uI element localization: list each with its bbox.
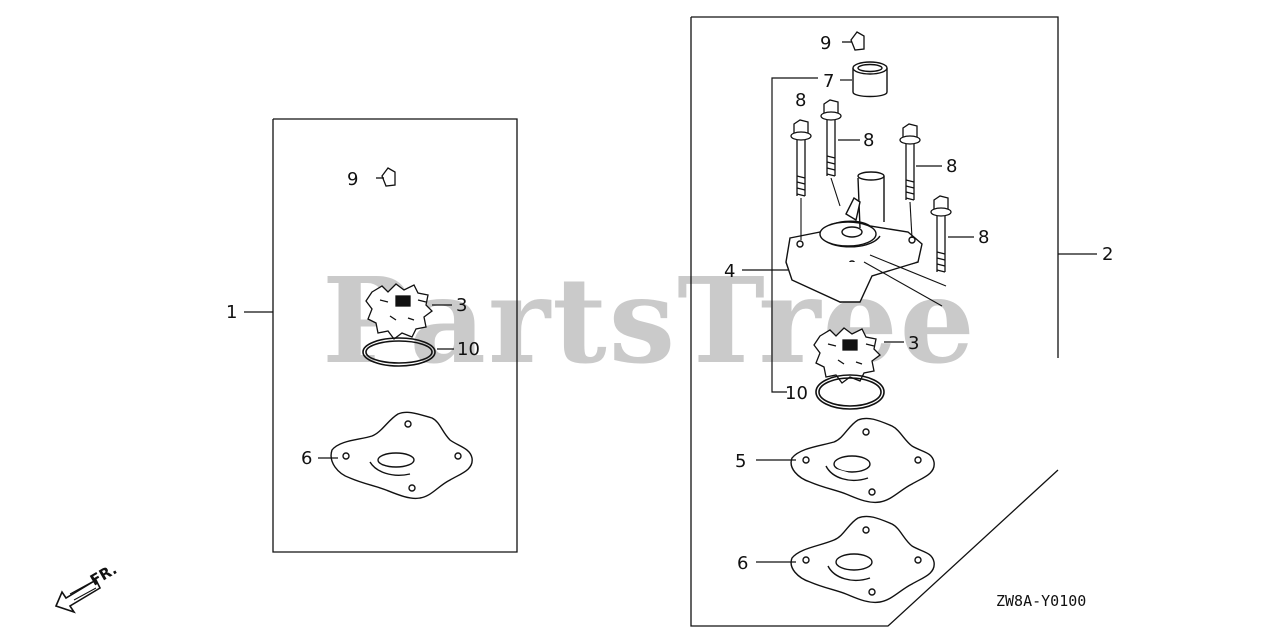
right-kit-frame-top <box>691 16 1059 358</box>
callout-8-d[interactable]: 8 <box>978 227 989 248</box>
callout-10-right[interactable]: 10 <box>785 383 808 404</box>
callout-5[interactable]: 5 <box>735 451 746 472</box>
diagram-code: ZW8A-Y0100 <box>996 592 1086 610</box>
bolt-c[interactable] <box>899 123 921 201</box>
callout-8-a[interactable]: 8 <box>795 90 806 111</box>
callout-6-right[interactable]: 6 <box>737 553 748 574</box>
housing-bolt-guides <box>800 177 947 307</box>
callout-8-c[interactable]: 8 <box>946 156 957 177</box>
o-ring-part-right[interactable] <box>815 374 885 410</box>
callout-9-left[interactable]: 9 <box>347 169 358 190</box>
bolt-d[interactable] <box>930 195 952 273</box>
left-kit-group <box>244 118 518 553</box>
impeller-part-right[interactable] <box>813 327 881 384</box>
pump-housing-part[interactable] <box>785 171 923 303</box>
gasket-part-lower[interactable] <box>790 515 935 604</box>
callout-1[interactable]: 1 <box>226 302 237 323</box>
callout-2[interactable]: 2 <box>1102 244 1113 265</box>
impeller-part-left[interactable] <box>365 283 433 340</box>
o-ring-part-left[interactable] <box>362 337 436 367</box>
right-kit-group <box>690 16 1097 627</box>
bolt-b[interactable] <box>820 99 842 177</box>
gasket-part-upper[interactable] <box>790 417 935 504</box>
callout-10-left[interactable]: 10 <box>457 339 480 360</box>
callout-8-b[interactable]: 8 <box>863 130 874 151</box>
left-kit-frame <box>272 118 518 553</box>
clip-part-right[interactable] <box>842 31 865 51</box>
right-kit-frame-bottom <box>690 17 1059 627</box>
callout-3-left[interactable]: 3 <box>456 295 467 316</box>
bracket-7-10 <box>771 77 818 393</box>
front-direction-arrow-icon <box>54 578 102 614</box>
callout-3-right[interactable]: 3 <box>908 333 919 354</box>
bolt-a[interactable] <box>790 119 812 197</box>
callout-9-right[interactable]: 9 <box>820 33 831 54</box>
collar-part[interactable] <box>852 61 888 98</box>
callout-4[interactable]: 4 <box>724 261 735 282</box>
callout-7[interactable]: 7 <box>823 71 834 92</box>
gasket-part-left[interactable] <box>330 411 473 500</box>
clip-part-left[interactable] <box>376 167 396 187</box>
callout-6-left[interactable]: 6 <box>301 448 312 469</box>
